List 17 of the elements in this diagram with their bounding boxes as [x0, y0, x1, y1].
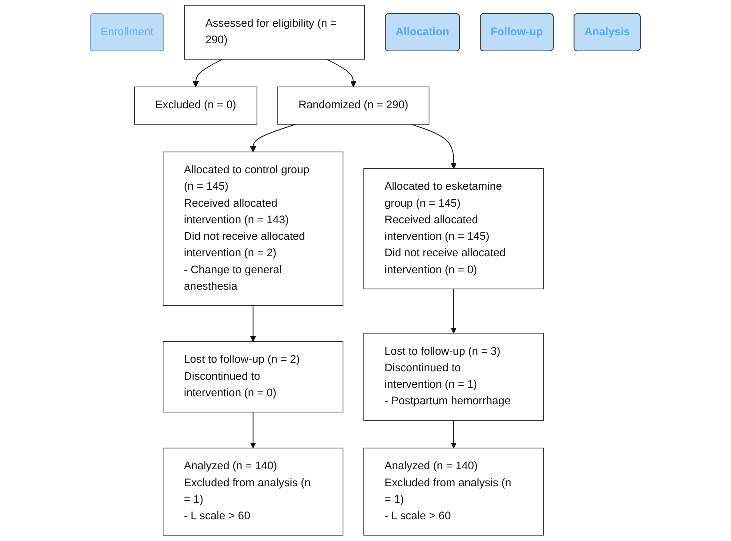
- node-box: Allocated to control group (n = 145) Received allocated intervention (n = 143) Did not receive allocated intervention (n = 2) - Change to general anesthesia: [163, 152, 344, 306]
- arrow: [326, 59, 357, 88]
- arrow: [250, 124, 296, 152]
- node-box: Lost to follow-up (n = 3) Discontinued to intervention (n = 1) - Postpartum hemorrhage: [364, 333, 544, 421]
- node-box: Analyzed (n = 140) Excluded from analysis (n = 1) - L scale > 60: [364, 448, 544, 536]
- node-box: Lost to follow-up (n = 2) Discontinued to intervention (n = 0): [163, 341, 344, 413]
- node-box: Excluded (n = 0): [134, 86, 258, 125]
- arrow: [192, 59, 224, 88]
- node-box: Assessed for eligibility (n = 290): [184, 5, 366, 60]
- node-box: Allocated to esketamine group (n = 145) Received allocated intervention (n = 145) Did not receive allocated intervention (n = 0): [364, 168, 544, 290]
- arrow: [410, 124, 457, 170]
- arrow: [250, 305, 256, 342]
- node-box: Randomized (n = 290): [278, 86, 430, 125]
- arrow: [250, 412, 256, 449]
- node-box: Analyzed (n = 140) Excluded from analysis (n = 1) - L scale > 60: [163, 448, 344, 536]
- arrow: [450, 288, 457, 334]
- arrow: [450, 420, 457, 449]
